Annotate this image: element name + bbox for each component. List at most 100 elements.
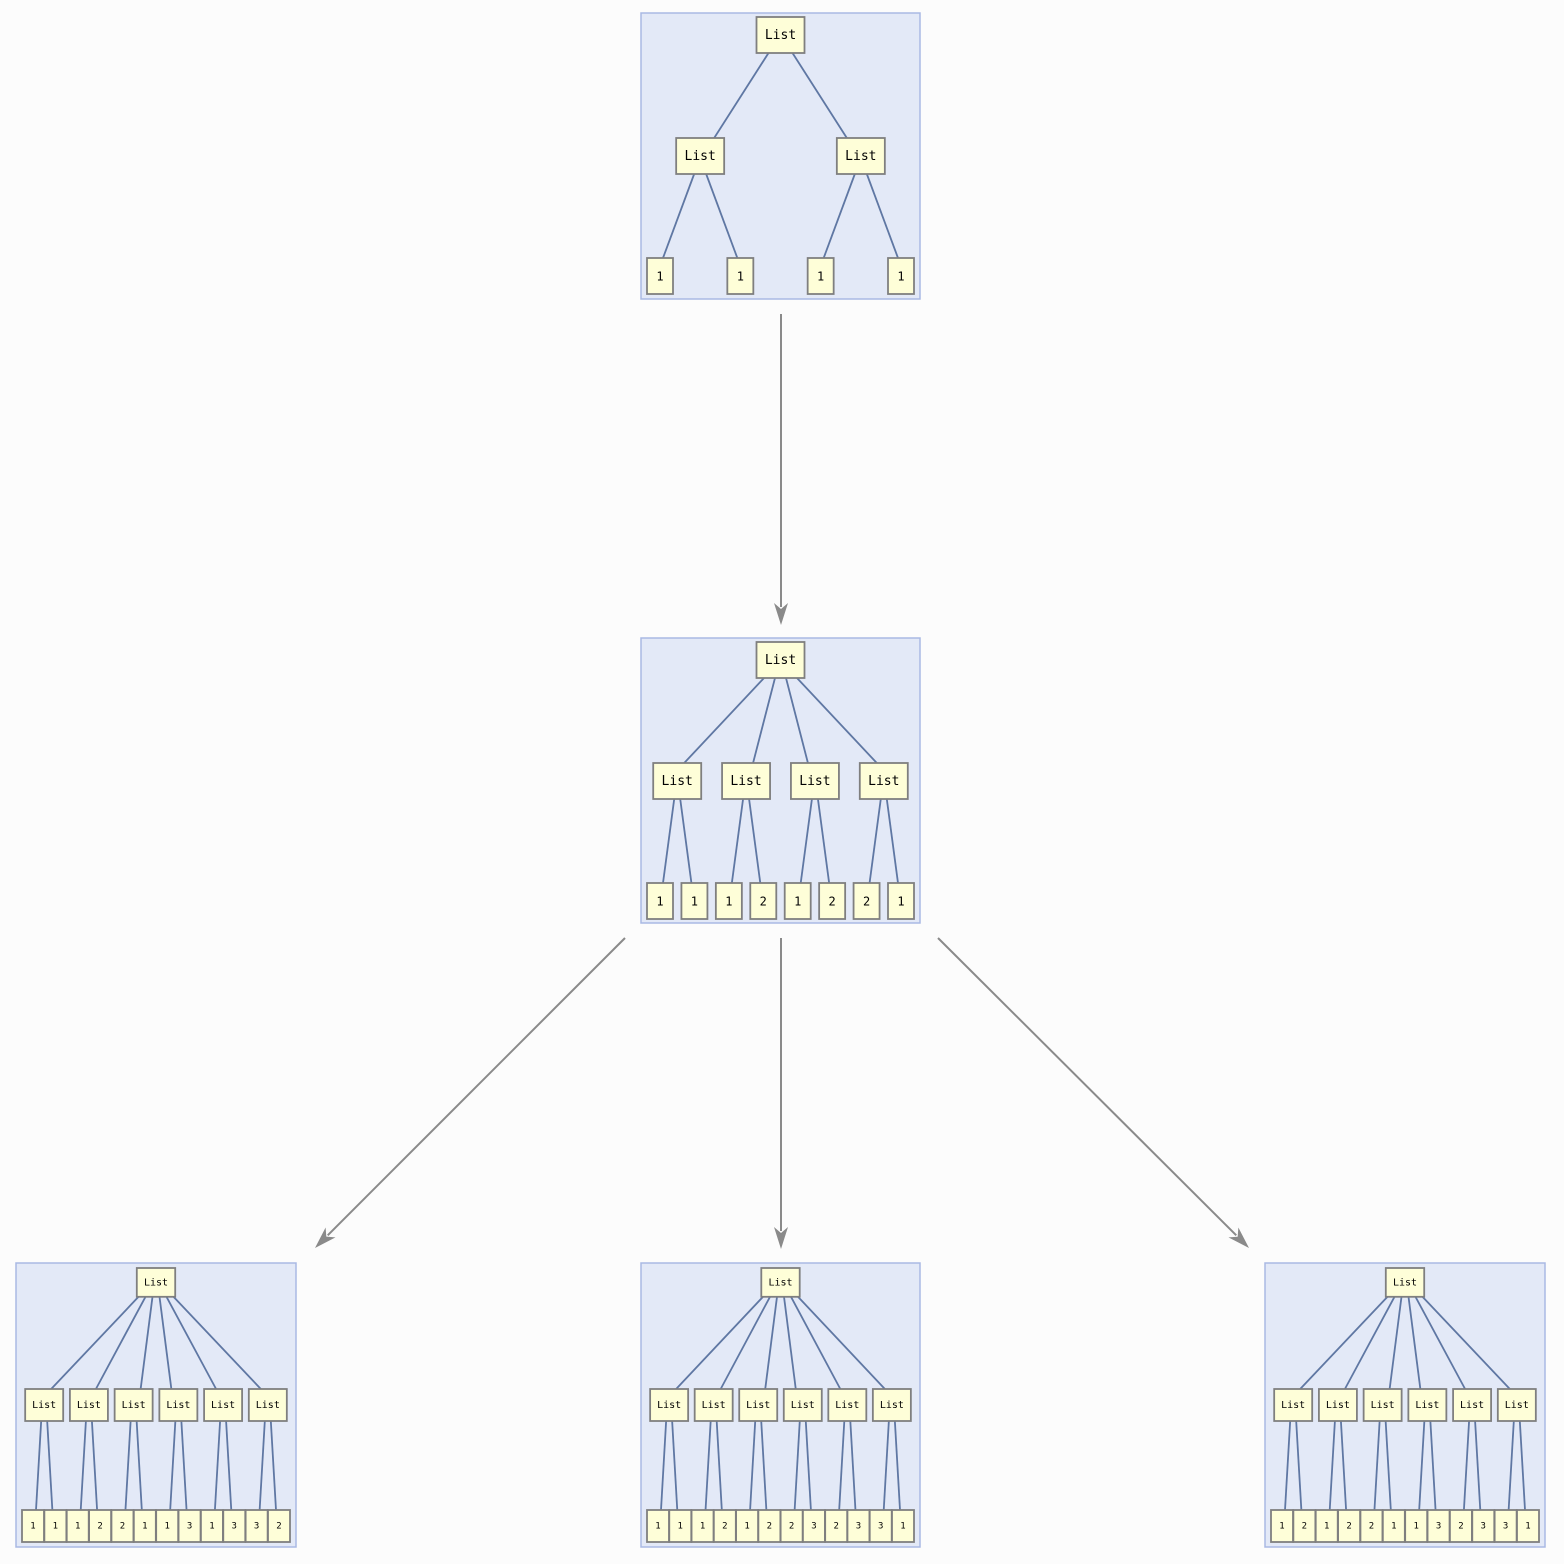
leaf-node: 3 xyxy=(846,1509,871,1543)
list-node-label: List xyxy=(1460,1400,1484,1411)
tree-edge xyxy=(1414,1296,1466,1390)
leaf-node: 1 xyxy=(668,1509,693,1543)
list-node: List xyxy=(675,137,726,175)
tree-edge xyxy=(158,1296,173,1390)
leaf-node: 1 xyxy=(690,1509,715,1543)
root-node-box xyxy=(135,1267,177,1298)
tree-edge xyxy=(785,677,809,764)
leaf-node-label: 1 xyxy=(655,1522,660,1532)
tree-edge xyxy=(885,798,899,884)
list-node-label: List xyxy=(880,1400,904,1411)
leaf-node-label: 1 xyxy=(897,270,904,284)
tree-edge xyxy=(838,1420,846,1511)
leaf-node: 1 xyxy=(200,1509,224,1543)
list-node-box xyxy=(247,1388,288,1422)
tree-edge xyxy=(1284,1420,1292,1511)
leaf-node: 2 xyxy=(1359,1509,1384,1543)
leaf-node-label: 2 xyxy=(722,1522,727,1532)
leaf-node: 1 xyxy=(1314,1509,1339,1543)
tree-edge xyxy=(1373,1420,1381,1511)
tree-edge xyxy=(868,798,882,884)
tree-edge xyxy=(1295,1420,1303,1511)
tree-edge xyxy=(225,1420,233,1511)
root-node-box xyxy=(760,1267,801,1298)
leaf-node-box xyxy=(749,882,778,920)
list-node-label: List xyxy=(32,1400,56,1411)
tree-edge xyxy=(1388,1296,1403,1390)
leaf-node-label: 1 xyxy=(900,1522,905,1532)
tree-edge xyxy=(797,1296,886,1390)
list-node: List xyxy=(858,762,909,800)
tree-edge xyxy=(662,173,696,259)
tree-edge xyxy=(124,1420,132,1511)
leaf-node: 2 xyxy=(749,882,778,920)
list-node: List xyxy=(1318,1388,1358,1422)
leaf-node-box xyxy=(714,882,743,920)
leaf-node-label: 3 xyxy=(878,1522,883,1532)
leaf-node: 1 xyxy=(646,882,674,920)
leaf-node: 3 xyxy=(1426,1509,1451,1543)
leaf-node-box xyxy=(806,257,835,295)
list-node-label: List xyxy=(730,774,761,789)
list-node: List xyxy=(721,762,771,800)
leaf-node-label: 2 xyxy=(760,895,767,909)
leaf-node-label: 1 xyxy=(1525,1522,1530,1532)
list-node-box xyxy=(113,1388,154,1422)
tree-edge xyxy=(1421,1296,1511,1390)
leaf-node-label: 1 xyxy=(737,270,744,284)
tree-edge xyxy=(804,1420,812,1511)
tree-edge xyxy=(760,1420,768,1511)
leaf-node-label: 2 xyxy=(829,895,836,909)
list-node-label: List xyxy=(662,774,693,789)
root-node-box xyxy=(1384,1267,1426,1298)
leaf-node: 1 xyxy=(887,882,915,920)
tree-edge xyxy=(730,798,744,884)
tree-edge xyxy=(662,798,676,884)
leaf-node-label: 1 xyxy=(53,1522,58,1532)
tree-edge xyxy=(683,677,765,764)
list-node-box xyxy=(649,1388,690,1422)
tree-edge xyxy=(46,1420,54,1511)
tree-edge xyxy=(1518,1420,1526,1511)
list-node-label: List xyxy=(1371,1400,1395,1411)
leaf-node: 1 xyxy=(646,1509,670,1543)
leaf-node: 1 xyxy=(887,257,915,295)
list-node: List xyxy=(652,762,703,800)
root-node: List xyxy=(760,1267,801,1298)
transition-arrow xyxy=(774,938,788,1249)
list-node-label: List xyxy=(791,1400,815,1411)
leaf-node-label: 1 xyxy=(897,895,904,909)
leaf-node-label: 2 xyxy=(1458,1522,1463,1532)
list-node-box xyxy=(721,762,771,800)
leaf-node: 3 xyxy=(1493,1509,1518,1543)
list-node-label: List xyxy=(166,1400,190,1411)
leaf-node-box xyxy=(646,882,674,920)
list-node-box xyxy=(790,762,840,800)
list-node-label: List xyxy=(868,774,899,789)
leaf-node: 1 xyxy=(65,1509,90,1543)
leaf-node-box xyxy=(887,257,915,295)
root-node-box xyxy=(755,641,806,679)
leaf-node-label: 1 xyxy=(1279,1522,1284,1532)
leaf-node-label: 3 xyxy=(1436,1522,1441,1532)
arrow-head xyxy=(1228,1227,1249,1248)
leaf-node-label: 3 xyxy=(1503,1522,1508,1532)
tree-edge xyxy=(258,1420,266,1511)
leaf-node-label: 2 xyxy=(1302,1522,1307,1532)
root-node-label: List xyxy=(1393,1277,1417,1288)
leaf-node-label: 1 xyxy=(678,1522,683,1532)
transition-arrow xyxy=(315,937,626,1248)
list-node-label: List xyxy=(685,149,716,164)
leaf-node-label: 1 xyxy=(164,1522,169,1532)
list-node: List xyxy=(1273,1388,1314,1422)
leaf-node: 1 xyxy=(806,257,835,295)
tree-edge xyxy=(139,1296,154,1390)
tree-edge xyxy=(165,1296,217,1390)
tree-edge xyxy=(91,1420,98,1511)
tree-edge xyxy=(752,677,776,764)
leaf-node: 1 xyxy=(155,1509,180,1543)
leaf-node: 3 xyxy=(868,1509,893,1543)
